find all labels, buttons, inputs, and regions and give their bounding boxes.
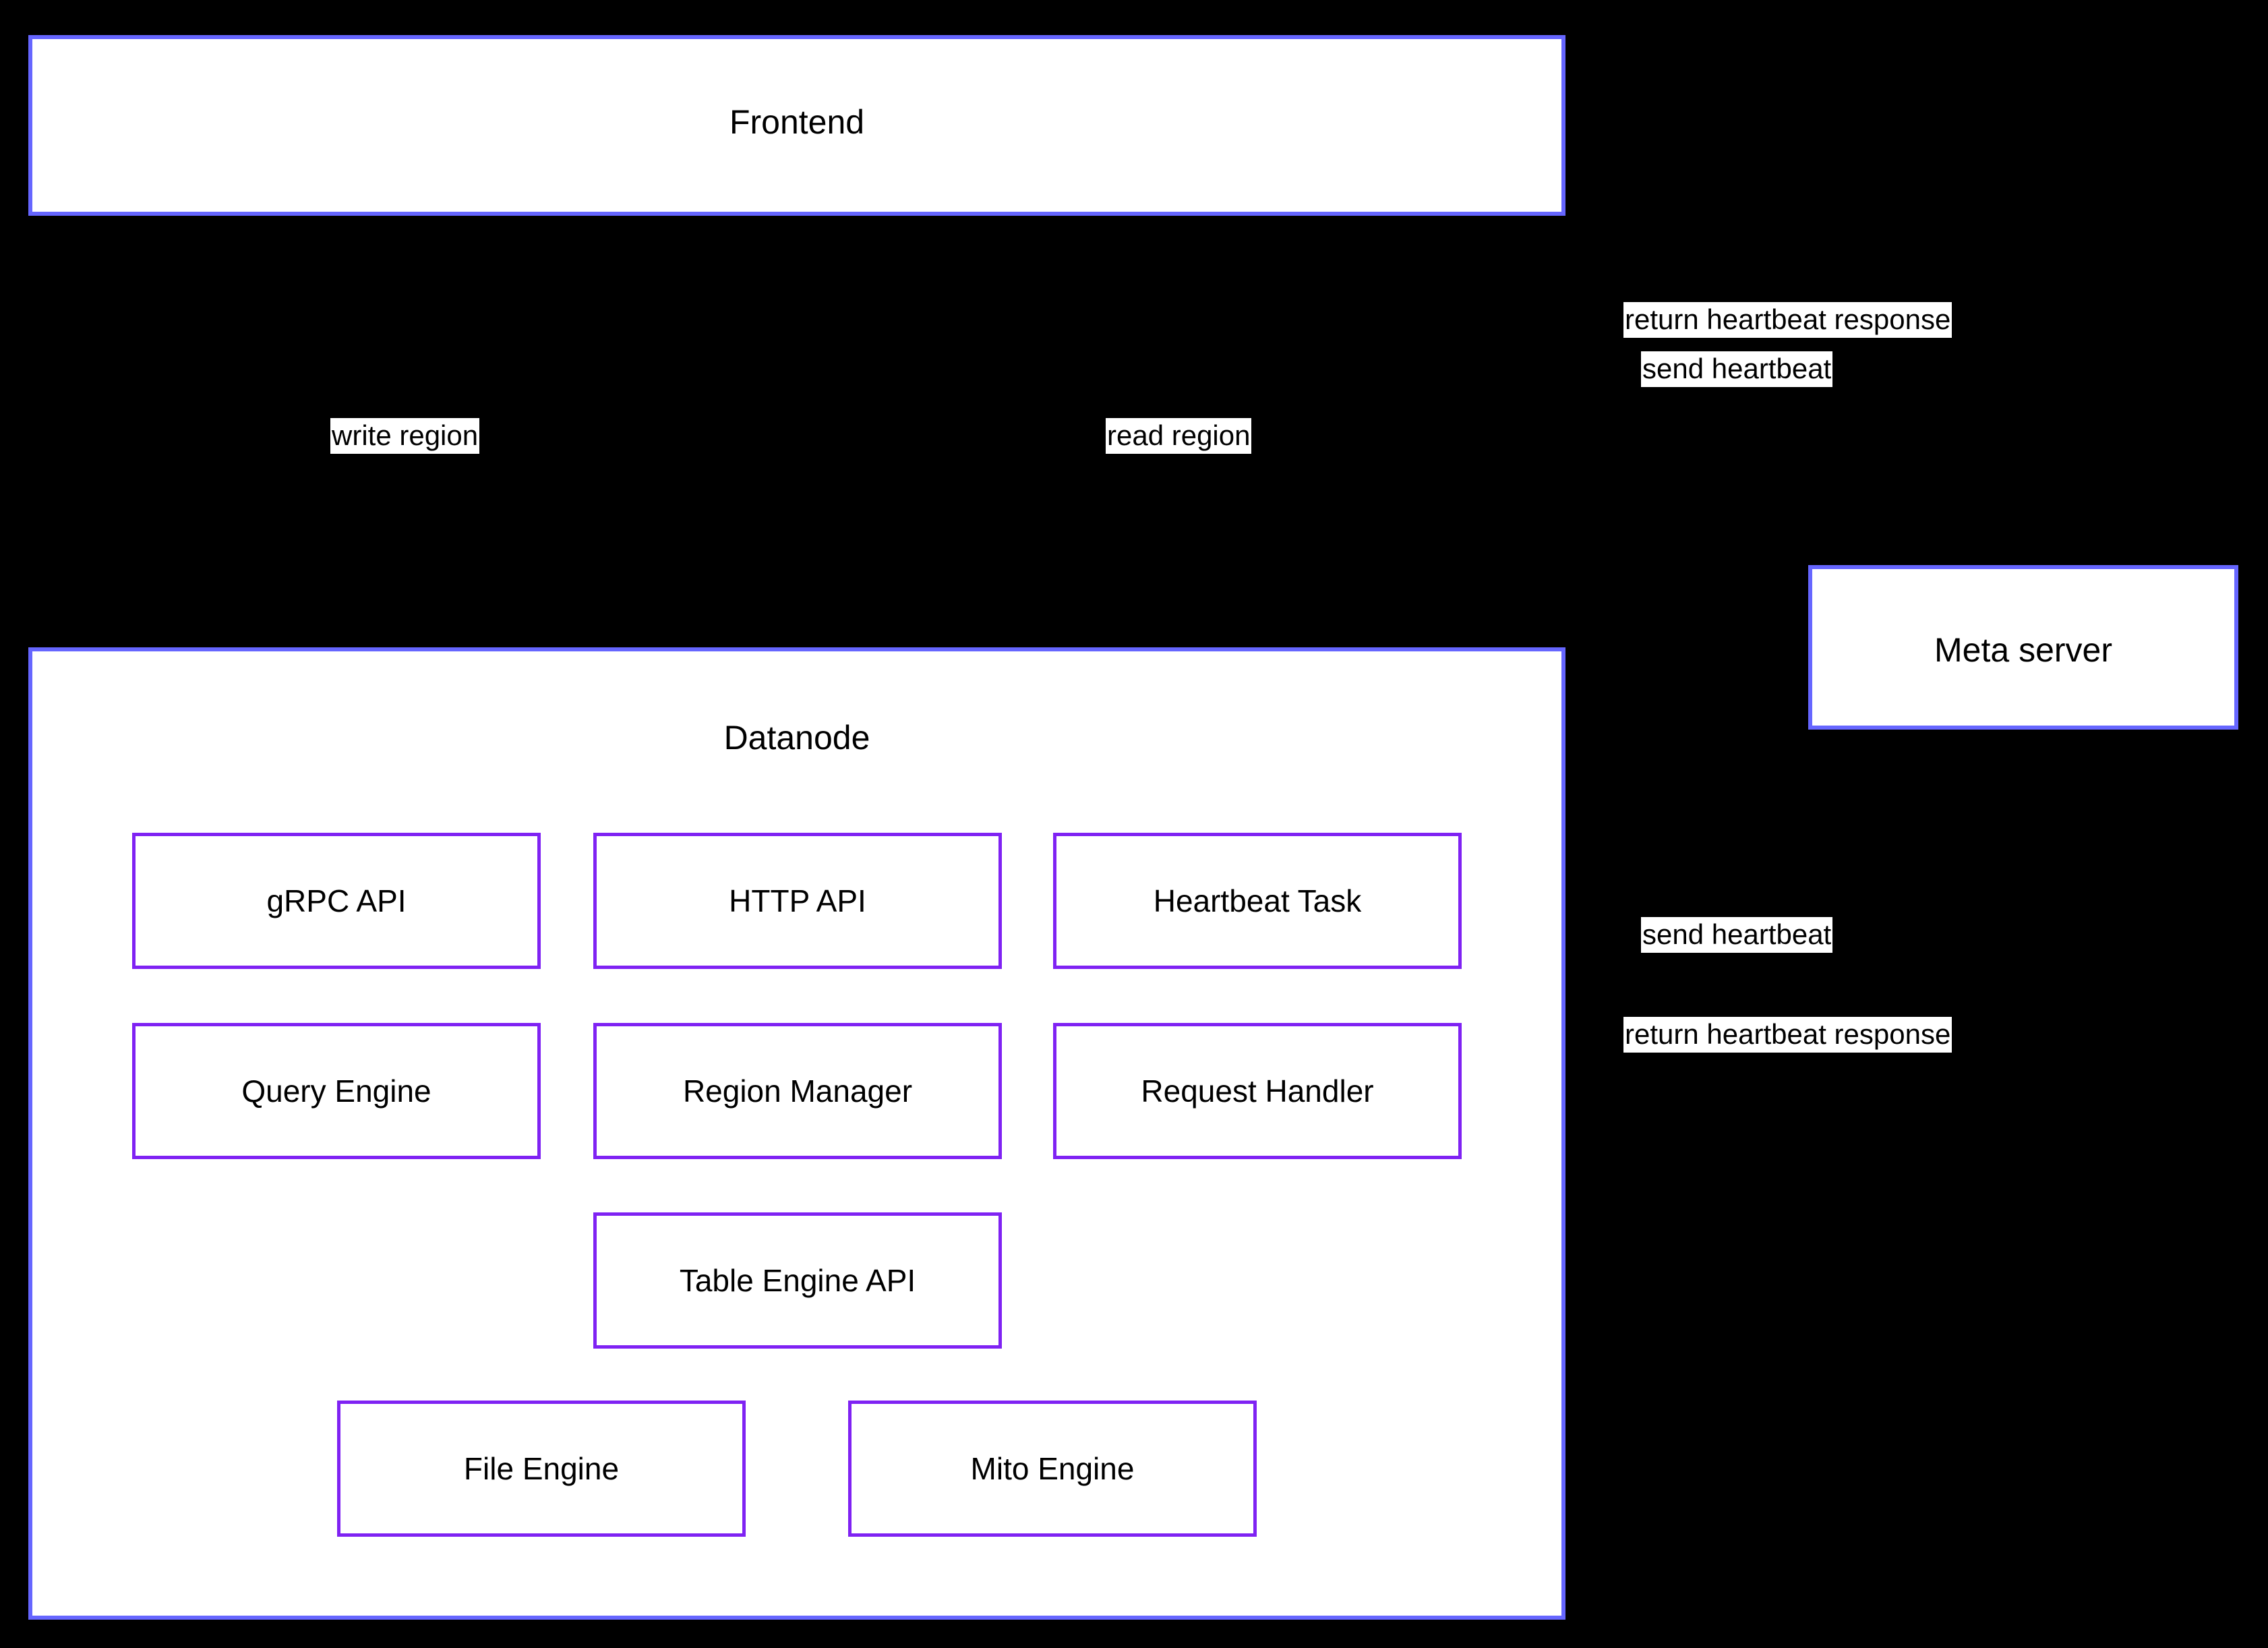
edge-label-datanode-send-heartbeat: send heartbeat	[1641, 917, 1833, 953]
component-heartbeat-task[interactable]: Heartbeat Task	[1053, 833, 1462, 969]
edge-label-meta-return-heartbeat-response: return heartbeat response	[1623, 302, 1952, 338]
component-label: Table Engine API	[679, 1262, 916, 1298]
component-label: HTTP API	[729, 883, 866, 918]
component-request-handler[interactable]: Request Handler	[1053, 1023, 1462, 1159]
datanode-title: Datanode	[723, 719, 870, 757]
component-grpc-api[interactable]: gRPC API	[132, 833, 541, 969]
component-label: File Engine	[463, 1450, 620, 1486]
edge-label-meta-send-heartbeat: send heartbeat	[1641, 351, 1833, 387]
edge-label-write-region: write region	[330, 418, 480, 454]
edge-label-datanode-return-heartbeat-response: return heartbeat response	[1623, 1017, 1952, 1053]
component-mito-engine[interactable]: Mito Engine	[848, 1401, 1257, 1537]
component-label: Mito Engine	[970, 1450, 1135, 1486]
component-label: Request Handler	[1141, 1073, 1374, 1109]
component-region-manager[interactable]: Region Manager	[593, 1023, 1002, 1159]
component-file-engine[interactable]: File Engine	[337, 1401, 746, 1537]
component-label: Query Engine	[241, 1073, 431, 1109]
component-label: Region Manager	[682, 1073, 913, 1109]
connector-meta-response-frontend	[1565, 128, 2024, 566]
meta-server-node[interactable]	[1808, 565, 2238, 730]
meta-server-title: Meta server	[1934, 631, 2112, 669]
component-label: Heartbeat Task	[1153, 883, 1362, 918]
frontend-title: Frontend	[729, 103, 865, 141]
component-table-engine-api[interactable]: Table Engine API	[593, 1212, 1002, 1349]
frontend-node[interactable]	[28, 35, 1565, 216]
component-query-engine[interactable]: Query Engine	[132, 1023, 541, 1159]
component-http-api[interactable]: HTTP API	[593, 833, 1002, 969]
component-label: gRPC API	[266, 883, 407, 918]
edge-label-read-region: read region	[1106, 418, 1252, 454]
